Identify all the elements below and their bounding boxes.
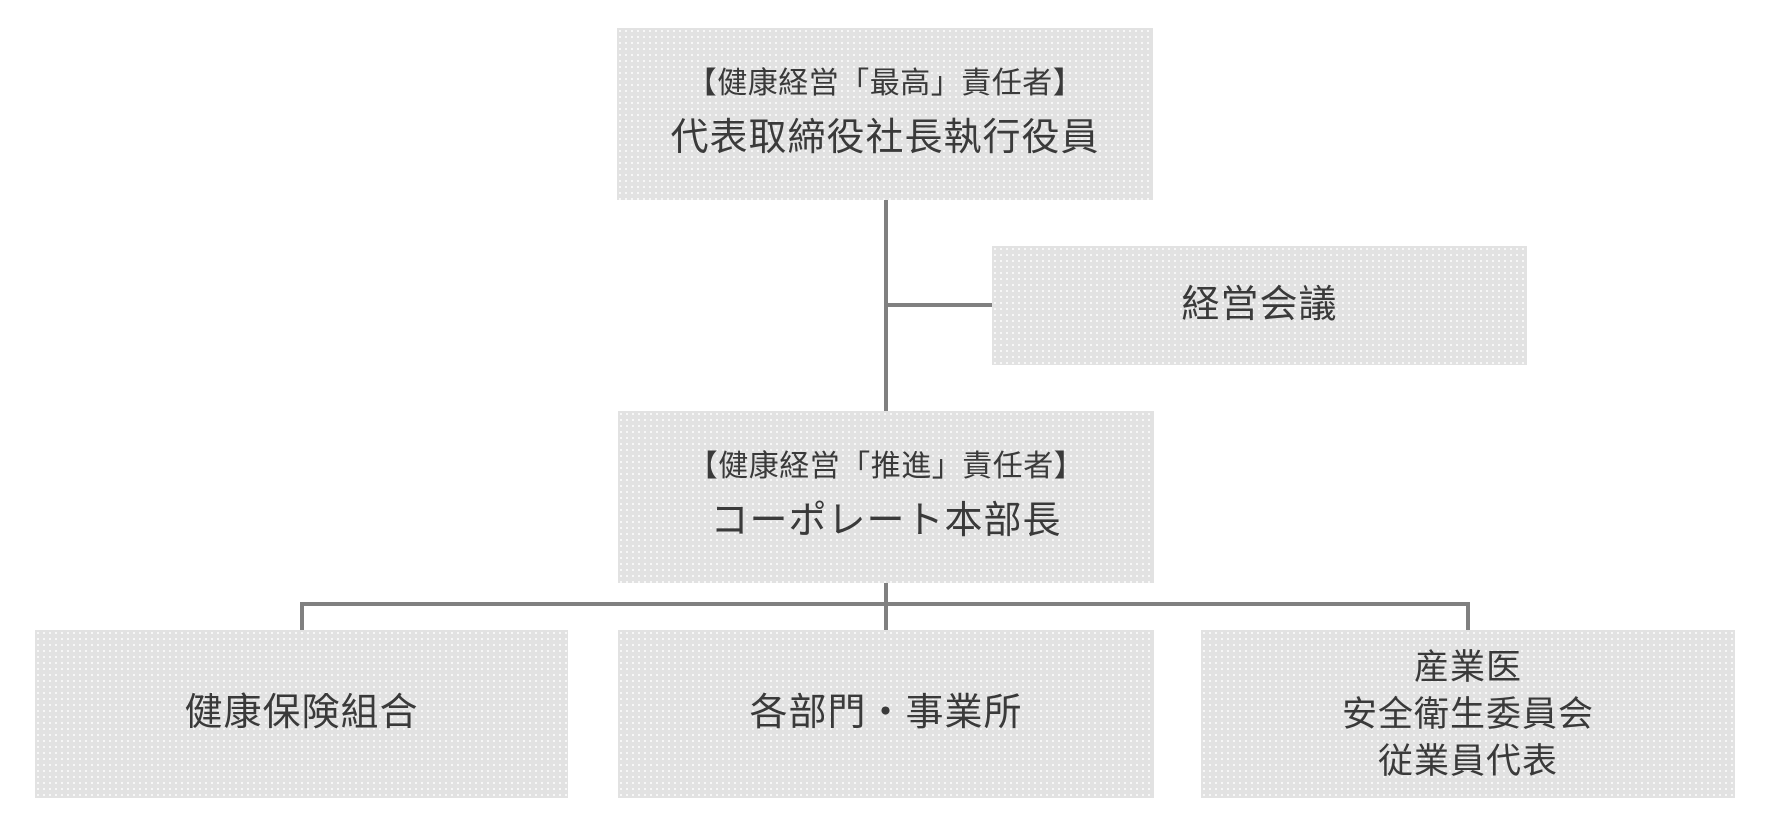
connector-middle-to-children	[884, 583, 888, 630]
promotion-officer-position: コーポレート本部長	[710, 499, 1062, 542]
employee-representative-label: 従業員代表	[1377, 741, 1558, 781]
connector-drop-left-child	[300, 602, 304, 630]
management-meeting-label: 経営会議	[1181, 283, 1338, 326]
node-chief-health-officer: 【健康経営「最高」責任者】 代表取締役社長執行役員	[617, 28, 1153, 200]
node-departments-offices: 各部門・事業所	[618, 630, 1154, 798]
safety-health-committee-label: 安全衛生委員会	[1341, 694, 1594, 734]
connector-branch-to-meeting	[886, 303, 992, 307]
chief-health-officer-role-title: 【健康経営「最高」責任者】	[686, 67, 1084, 101]
promotion-officer-role-title: 【健康経営「推進」責任者】	[687, 450, 1085, 484]
industrial-physician-label: 産業医	[1413, 647, 1522, 687]
departments-offices-label: 各部門・事業所	[749, 692, 1023, 735]
health-insurance-union-label: 健康保険組合	[184, 692, 419, 735]
node-health-insurance-union: 健康保険組合	[35, 630, 568, 798]
connector-children-distribution	[300, 602, 1470, 606]
node-industrial-physician-committee: 産業医 安全衛生委員会 従業員代表	[1201, 630, 1735, 798]
chief-health-officer-position: 代表取締役社長執行役員	[670, 116, 1100, 159]
node-promotion-officer: 【健康経営「推進」責任者】 コーポレート本部長	[618, 411, 1154, 583]
node-management-meeting: 経営会議	[992, 246, 1527, 365]
connector-drop-right-child	[1466, 602, 1470, 630]
